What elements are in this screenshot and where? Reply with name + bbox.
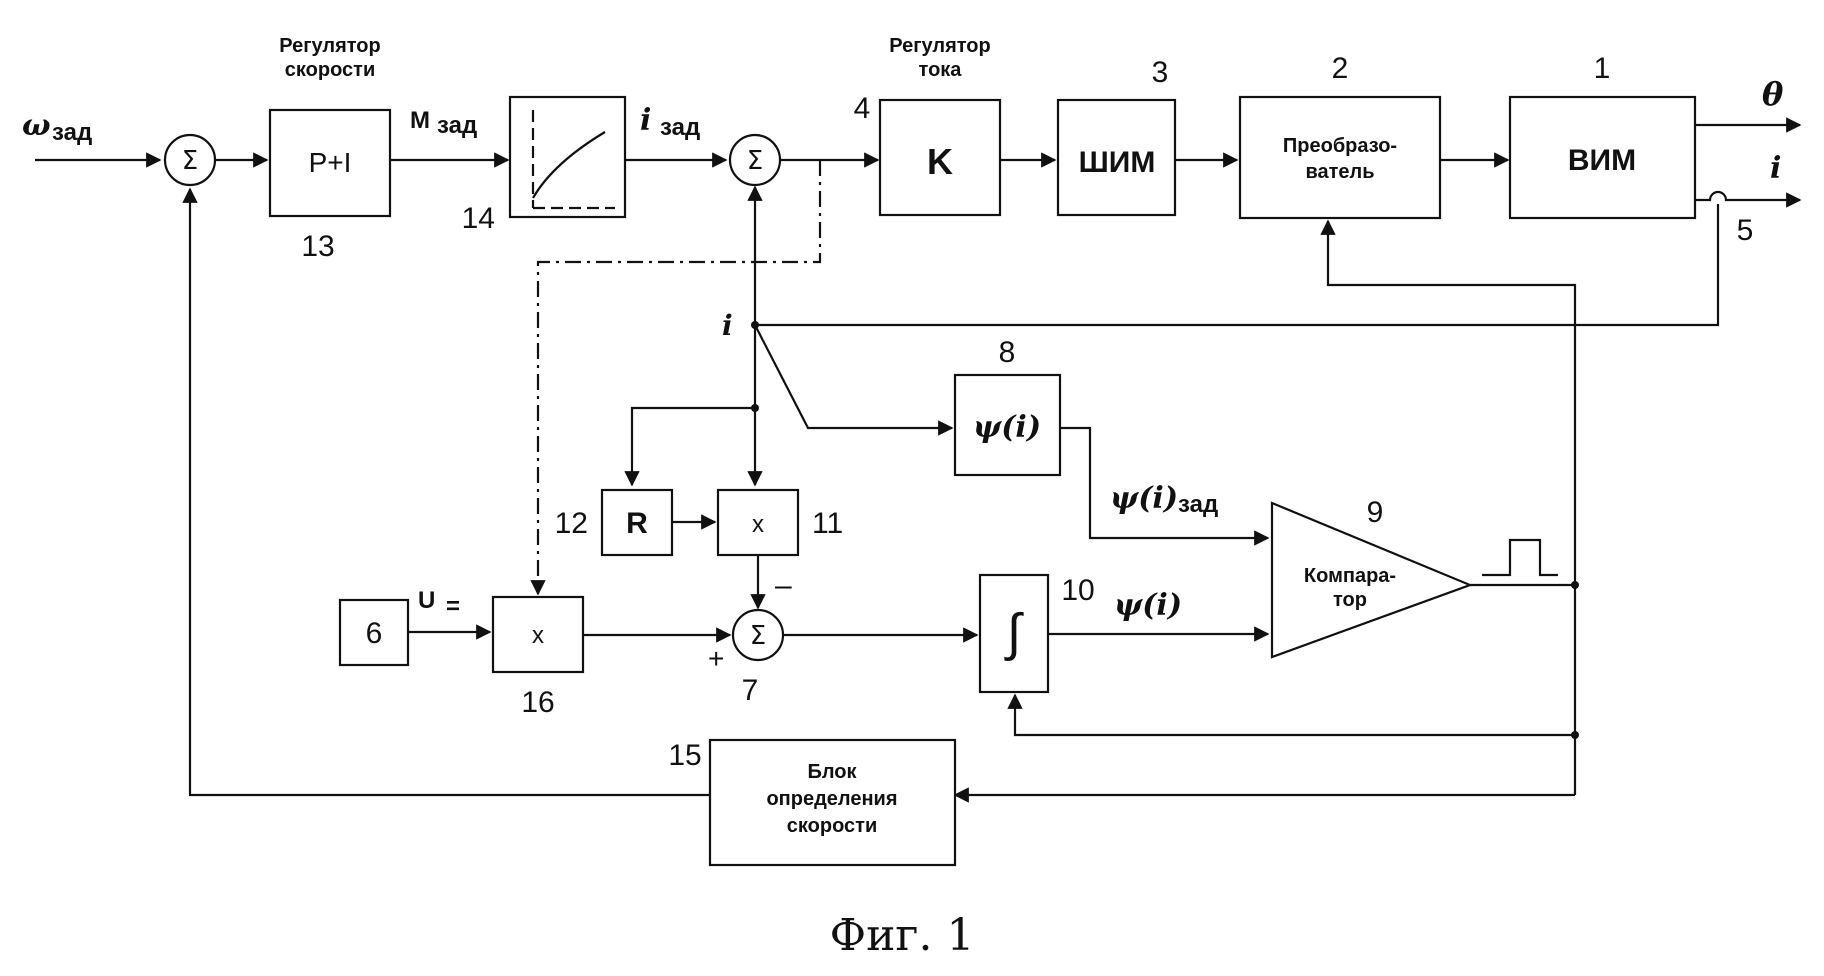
multiplier-11-number: 11 [812, 507, 843, 540]
converter-number: 2 [1332, 52, 1349, 85]
multiplier-16-number: 16 [521, 686, 554, 719]
u-sub: = [446, 593, 460, 620]
wire-i-to-r [632, 408, 755, 485]
speed-regulator-content: P+I [309, 147, 352, 178]
wire-i-to-flux-fn [755, 325, 952, 428]
speed-regulator-title-1: Регулятор [279, 35, 381, 57]
wire-i-out [1695, 192, 1800, 200]
integrator-number: 10 [1061, 574, 1094, 607]
sum-7-minus: – [775, 569, 792, 602]
node-i-label: i [722, 309, 733, 342]
speed-block-number: 15 [668, 739, 701, 772]
converter-content-2: ватель [1305, 161, 1374, 183]
resistance-number: 12 [555, 507, 588, 540]
speed-regulator-number: 13 [301, 230, 334, 263]
pwm-content: ШИМ [1079, 146, 1156, 179]
motor-content: ВИМ [1568, 144, 1636, 177]
motor-number: 1 [1594, 52, 1611, 85]
comparator-content-2: тор [1333, 589, 1367, 611]
sum-speed-junction: Σ [165, 135, 215, 185]
u-label: U [418, 587, 435, 614]
speed-block-line2: определения [766, 788, 897, 810]
flux-ref-sub: зад [1178, 491, 1218, 518]
pulse-icon [1482, 540, 1558, 575]
converter-content-1: Преобразо- [1283, 135, 1397, 157]
theta-output-label: θ [1762, 75, 1784, 113]
speed-regulator-title-2: скорости [285, 59, 375, 81]
current-regulator-title-2: тока [919, 59, 963, 81]
flux-label: ψ(i) [1114, 588, 1182, 623]
source-6-content: 6 [366, 617, 383, 650]
flux-function-content: ψ(i) [973, 410, 1041, 445]
sum-7-plus: + [708, 643, 724, 674]
svg-text:Σ: Σ [750, 621, 766, 651]
speed-block-line1: Блок [807, 761, 857, 783]
current-regulator-content: K [927, 141, 953, 182]
sum-current-junction: Σ [730, 135, 780, 185]
current-node-number: 5 [1737, 214, 1754, 247]
converter-block [1240, 97, 1440, 218]
comparator-number: 9 [1367, 496, 1384, 529]
svg-text:Σ: Σ [747, 146, 763, 176]
current-regulator-number: 4 [854, 92, 871, 125]
svg-text:Σ: Σ [182, 146, 198, 176]
multiplier-11-content: x [752, 511, 764, 538]
i-output-label: i [1770, 151, 1781, 186]
i-ref-label: i [640, 103, 651, 138]
resistance-content: R [626, 507, 648, 540]
flux-function-number: 8 [999, 336, 1016, 369]
i-ref-sub: зад [660, 114, 700, 141]
multiplier-16-content: x [532, 622, 544, 649]
sum-7-number: 7 [742, 674, 759, 707]
pwm-number: 3 [1152, 56, 1169, 89]
speed-block-line3: скорости [787, 815, 877, 837]
m-ref-sub: зад [437, 112, 477, 139]
figure-caption: Фиг. 1 [830, 910, 975, 961]
omega-input-label: ω [22, 108, 51, 143]
flux-ref-label: ψ(i) [1110, 481, 1178, 516]
integrator-content: ∫ [1004, 604, 1024, 662]
comparator-content-1: Компара- [1304, 565, 1396, 587]
wire-current-feedback [755, 204, 1718, 325]
current-regulator-title-1: Регулятор [889, 35, 991, 57]
sum-7-junction: Σ [733, 610, 783, 660]
wire-reset-integrator [1015, 695, 1575, 735]
wire-comparator-to-converter [1328, 221, 1575, 585]
omega-input-sub: зад [52, 119, 92, 146]
limiter-number: 14 [462, 202, 495, 235]
m-ref-label: M [410, 107, 430, 134]
